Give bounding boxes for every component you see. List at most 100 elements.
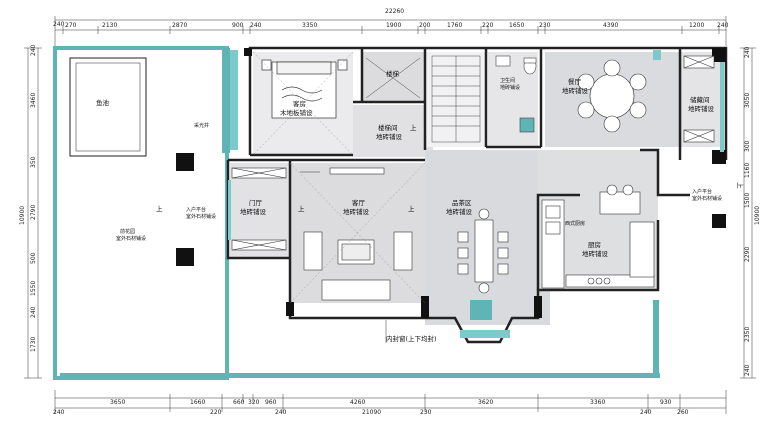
stairwell-label: 楼梯间 [378, 123, 398, 132]
top-dim: 4390 [603, 22, 618, 29]
tea-label: 品茶区 [452, 198, 472, 207]
kitchen-floor: 地砖铺设 [582, 249, 609, 258]
up-label: 上 [410, 123, 417, 132]
bottom-dim-lower: 240 [640, 409, 652, 416]
garden-sub-label: 室外石材铺设 [116, 235, 146, 242]
wc-fixtures [495, 55, 537, 133]
bottom-dim-lower: 220 [210, 409, 222, 416]
stairs [365, 55, 481, 143]
bottom-dim-lower: 240 [53, 409, 65, 416]
top-dim: 900 [232, 22, 244, 29]
bottom-dim: 3620 [478, 399, 493, 406]
wall-columns [176, 48, 726, 320]
wc-floor: 地砖铺设 [500, 84, 520, 91]
window-note: 内封窗(上下均封) [386, 334, 437, 343]
entry-left-sub: 室外石材铺设 [186, 213, 216, 220]
fish-pool: 鱼池 [69, 57, 147, 157]
right-dim: 1500 [744, 193, 751, 208]
top-dim: 3350 [302, 22, 317, 29]
bottom-overall-dim: 21090 [362, 409, 381, 416]
right-dim: 1160 [744, 163, 751, 178]
top-dim: 220 [482, 22, 494, 29]
bottom-dim: 960 [265, 399, 277, 406]
bottom-dimension-chain [54, 390, 727, 414]
guest-room-floor: 木地板铺设 [280, 108, 313, 117]
garden-label: 前花园 [120, 228, 135, 235]
bottom-dim: 1660 [190, 399, 205, 406]
ceiling-dashes [252, 51, 426, 304]
foyer-label: 门厅 [249, 198, 263, 207]
dining-label: 餐厅 [568, 77, 582, 86]
storage-label: 储藏间 [690, 95, 710, 104]
living-floor: 地砖铺设 [343, 207, 370, 216]
top-dim: 1900 [386, 22, 401, 29]
kitchen-label: 厨房 [588, 240, 601, 249]
tea-table [457, 208, 509, 294]
entry-left-label: 入户平台 [186, 206, 206, 213]
stairwell-floor: 地砖铺设 [376, 132, 403, 141]
bottom-dim-lower: 260 [677, 409, 689, 416]
top-dim: 240 [250, 22, 262, 29]
left-dim: 3460 [30, 93, 37, 108]
storage-floor: 地砖铺设 [688, 104, 715, 113]
bottom-dim: 320 [248, 399, 260, 406]
bottom-dim-lower: 230 [420, 409, 432, 416]
top-overall-dim: 22260 [385, 8, 404, 15]
living-label: 客厅 [352, 198, 366, 207]
bottom-dim: 3360 [590, 399, 605, 406]
up-label: 上 [156, 204, 163, 213]
top-dim-small: 270 [65, 22, 77, 29]
right-dim: 3050 [744, 93, 751, 108]
left-dim: 500 [30, 252, 37, 264]
dining-floor: 地砖铺设 [562, 86, 589, 95]
top-dim: 200 [419, 22, 431, 29]
right-dim: 2290 [744, 247, 751, 262]
up-label: 上 [298, 204, 305, 213]
wc-label: 卫生间 [500, 77, 515, 84]
skylight-label: 采光井 [194, 122, 209, 129]
stair-up-label: 楼梯 [386, 69, 400, 78]
left-dim: 10900 [19, 206, 26, 225]
right-dim: 10900 [754, 206, 761, 225]
guest-room-label: 客房 [293, 99, 306, 108]
top-dim: 1200 [689, 22, 704, 29]
bottom-dim: 660 [233, 399, 245, 406]
kitchen-counters [541, 184, 655, 289]
bottom-dim: 930 [660, 399, 672, 406]
left-dim: 350 [30, 156, 37, 168]
teal-glazing [228, 50, 724, 338]
top-dim: 240 [717, 22, 729, 29]
storage-shelves [683, 55, 715, 143]
bottom-dim-lower: 240 [275, 409, 287, 416]
top-dimension-chain [54, 16, 727, 46]
top-dim-start: 240 [53, 21, 65, 28]
entry-right-sub: 室外石材铺设 [692, 195, 722, 202]
guest-bed [261, 59, 348, 119]
top-dim: 2870 [172, 22, 187, 29]
tea-floor: 地砖铺设 [446, 207, 473, 216]
living-sofa-set [300, 167, 413, 301]
left-dim: 1550 [30, 281, 37, 296]
top-dim: 230 [539, 22, 551, 29]
foyer-floor: 地砖铺设 [240, 207, 267, 216]
bottom-dim: 3650 [110, 399, 125, 406]
entry-right-label: 入户平台 [692, 188, 712, 195]
left-dim: 1730 [30, 337, 37, 352]
foyer-cabinets [231, 167, 287, 251]
right-dim: 300 [744, 140, 751, 152]
left-dim: 2790 [30, 205, 37, 220]
side-dimension-chains [24, 47, 756, 379]
top-dim: 1650 [509, 22, 524, 29]
right-dim: 240 [744, 46, 751, 58]
left-dim: 240 [30, 306, 37, 318]
bottom-dim: 4260 [350, 399, 365, 406]
right-dim: 2350 [744, 327, 751, 342]
right-dim: 240 [744, 364, 751, 376]
west-kitchen-label: 西式厨房 [565, 220, 585, 227]
up-label: 上 [736, 182, 745, 189]
top-dim: 2130 [102, 22, 117, 29]
pool-label: 鱼池 [96, 98, 110, 107]
dining-table [577, 59, 647, 133]
